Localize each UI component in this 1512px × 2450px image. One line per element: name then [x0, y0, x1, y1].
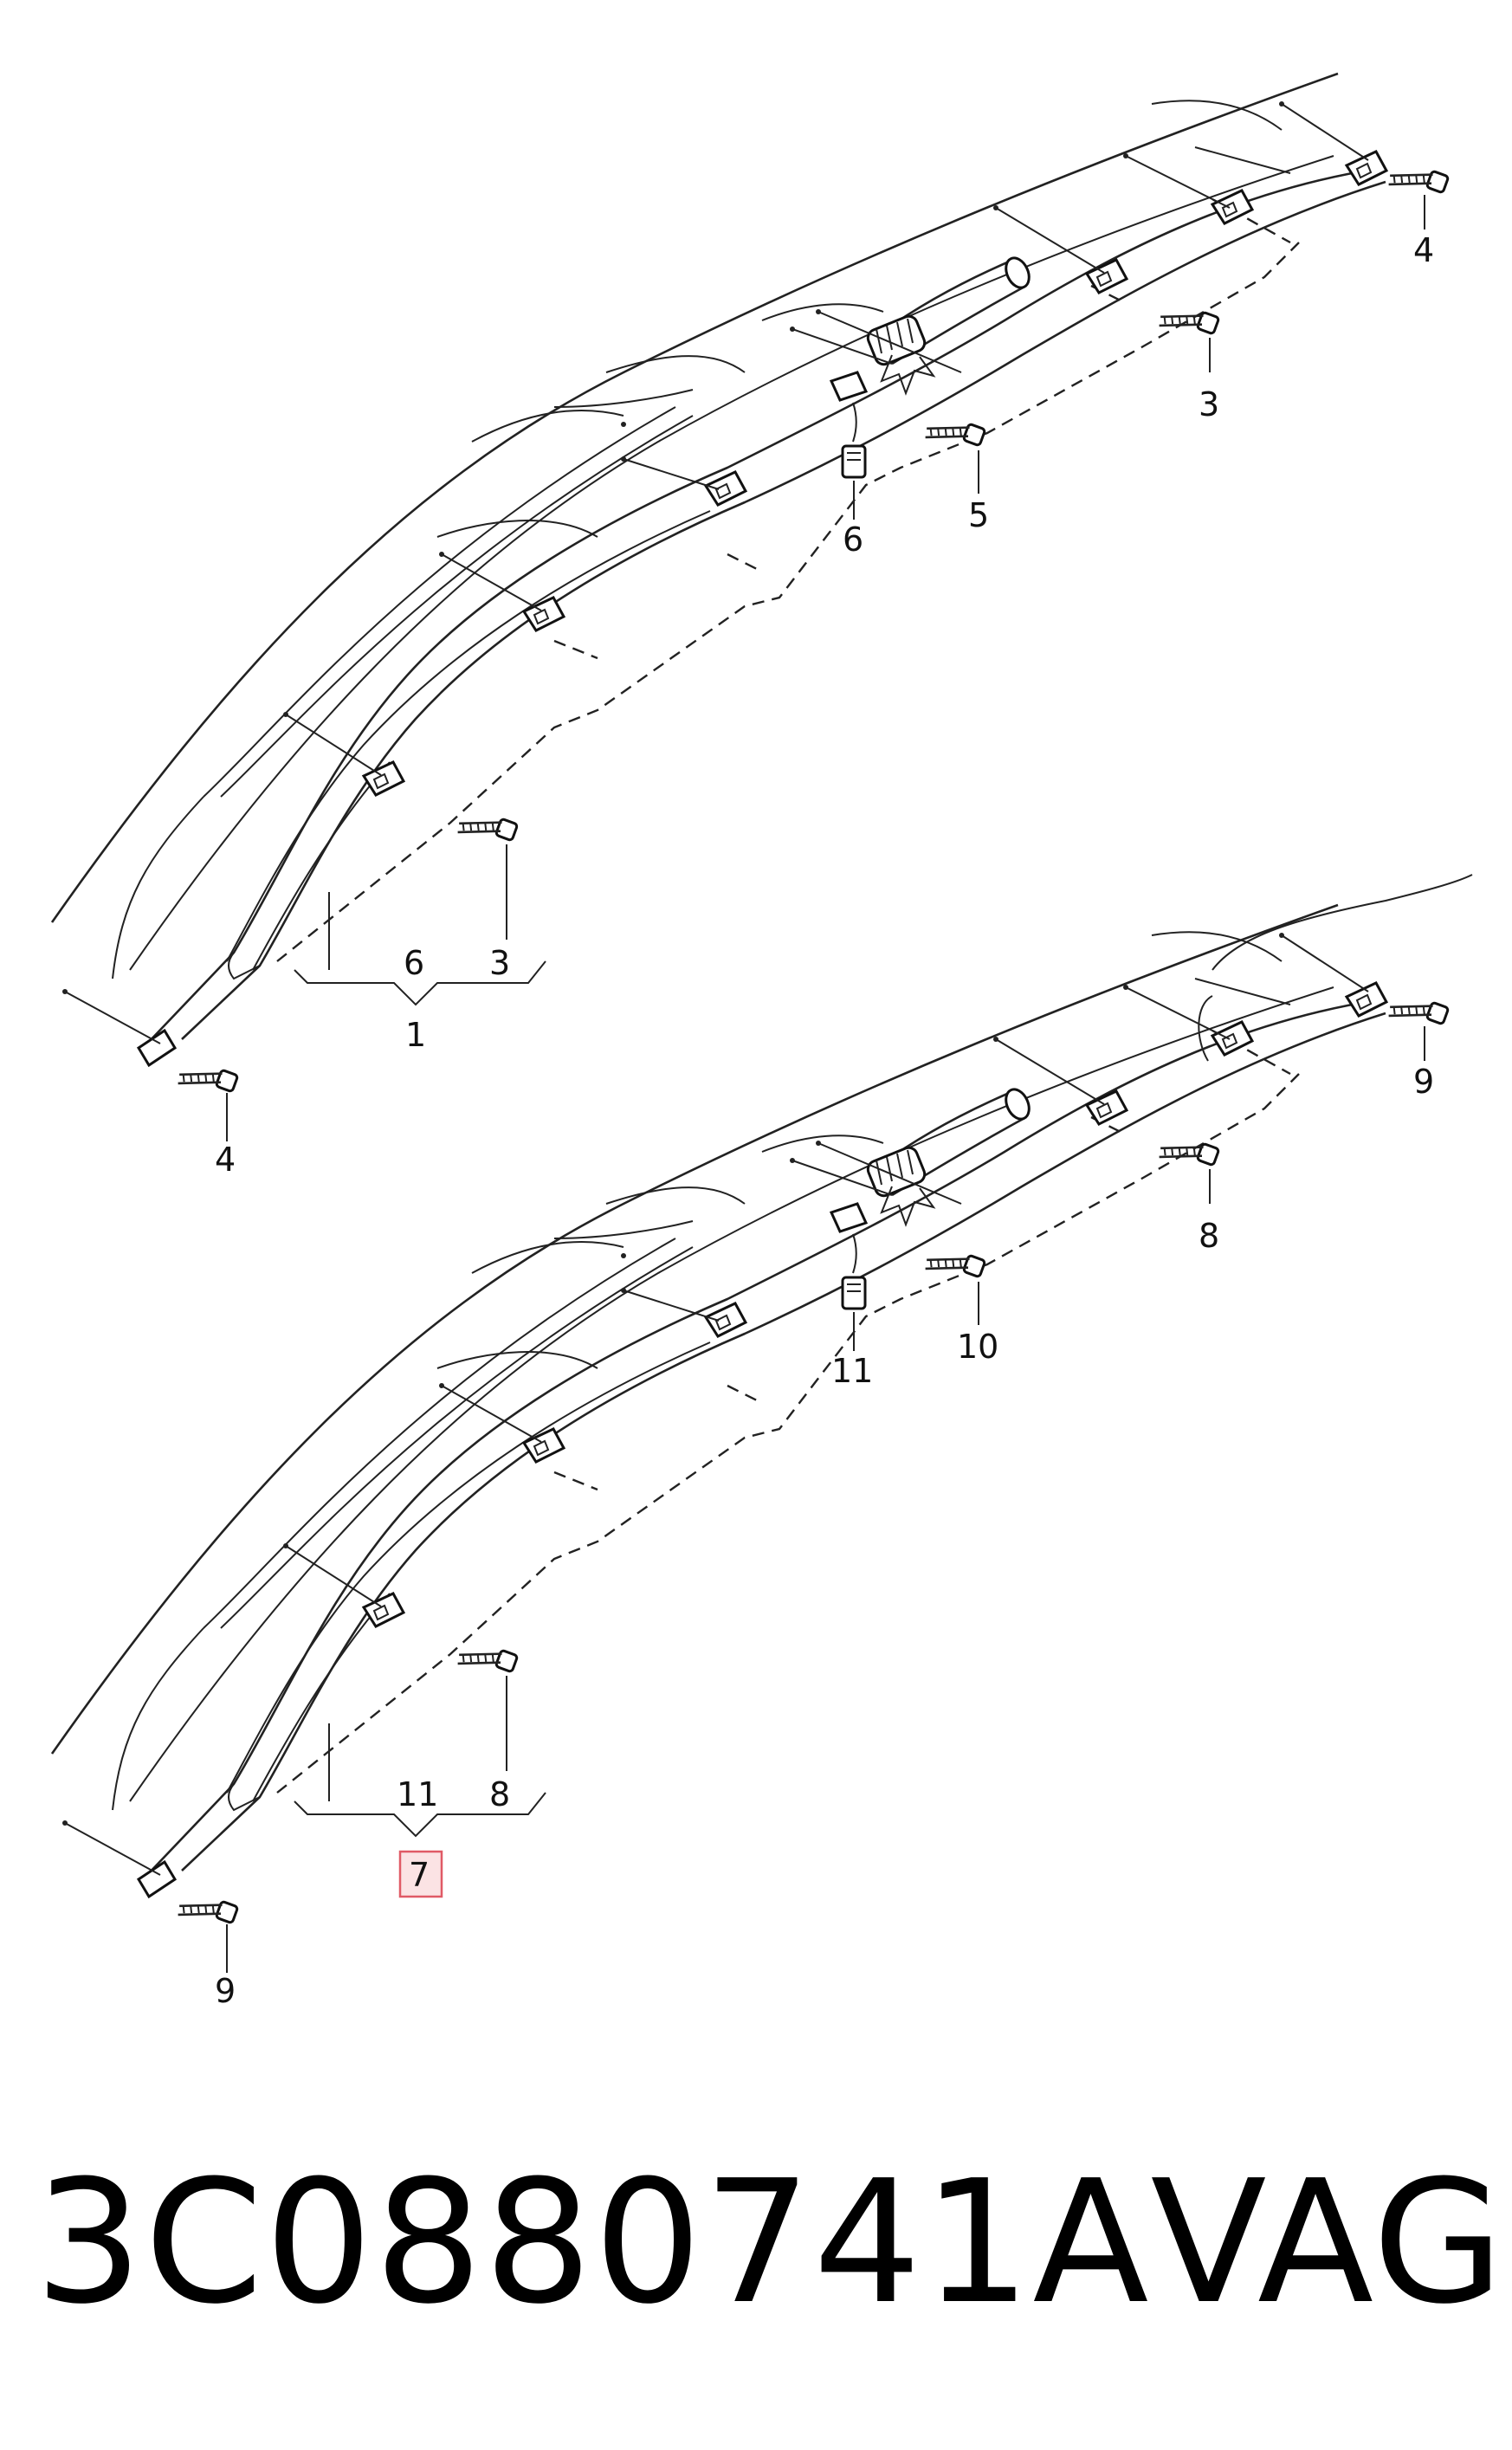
label-1: 1: [405, 1016, 426, 1054]
brand-name: VAG: [1150, 2144, 1506, 2342]
label-11-connector: 11: [831, 1352, 873, 1390]
label-11-group: 11: [397, 1775, 438, 1813]
label-8-upper-mid: 8: [1199, 1217, 1219, 1255]
part-number: 3C0880741A: [35, 2144, 1151, 2342]
label-6-group: 6: [404, 944, 424, 982]
label-8-group: 8: [489, 1775, 510, 1813]
label-9-upper-right: 9: [1413, 1063, 1434, 1101]
label-6-connector: 6: [843, 520, 863, 559]
highlight-box: [398, 1850, 443, 1898]
label-10: 10: [957, 1328, 998, 1366]
label-3-upper-mid: 3: [1199, 385, 1219, 423]
footer: 3C0880741A VAG: [35, 2130, 1504, 2356]
label-4-lower-left: 4: [215, 1141, 236, 1179]
label-4-upper-right: 4: [1413, 231, 1434, 269]
lower-assembly: 9 8 10 11 11 8 7 9: [52, 874, 1473, 2010]
label-3-group: 3: [489, 944, 510, 982]
label-7-highlighted: 7: [409, 1856, 430, 1894]
label-5: 5: [968, 496, 989, 534]
label-9-lower-left: 9: [215, 1972, 236, 2010]
upper-assembly: 4 3 5 6 6 3 1 4: [52, 74, 1449, 1179]
